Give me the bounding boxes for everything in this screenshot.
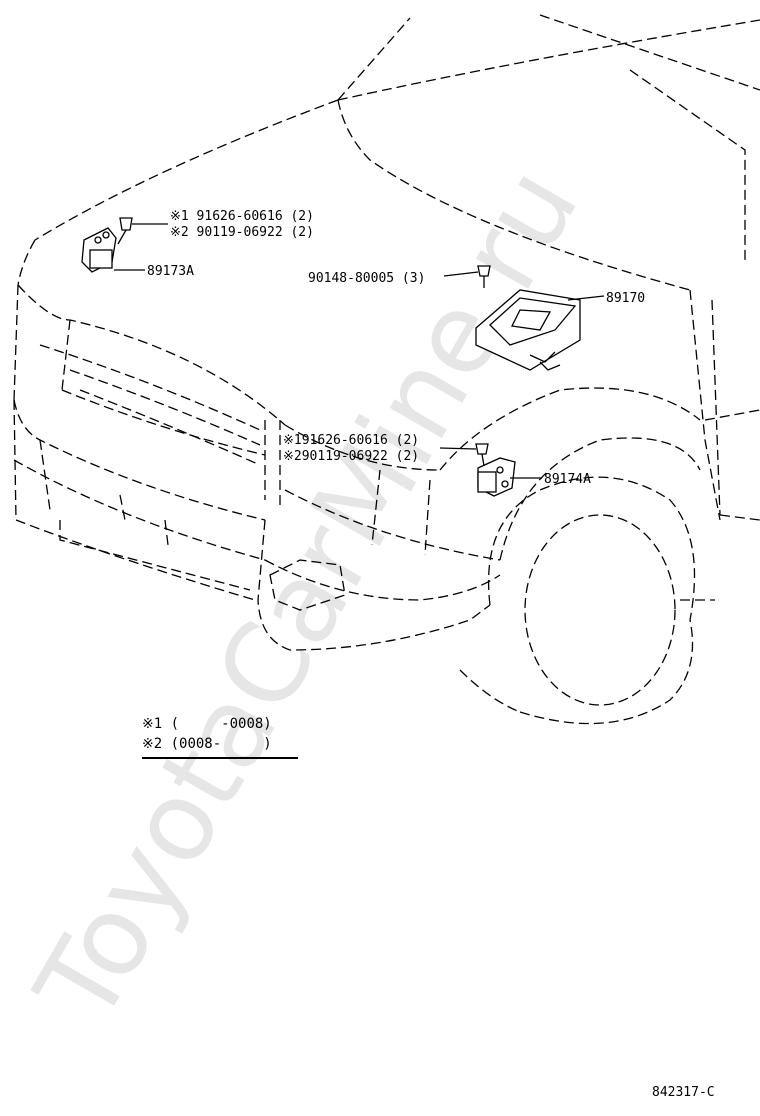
- ecu-part: [475, 289, 581, 371]
- callout-ecu-bolt: 90148-80005 (3): [308, 271, 425, 286]
- callout-front-left-sensor: 89173A: [147, 264, 194, 279]
- note-line-2: ※2 (0008- ): [142, 736, 272, 752]
- ecu-bolt-leader: [443, 271, 479, 277]
- callout-ecu: 89170: [606, 291, 645, 306]
- ecu-leader: [567, 295, 605, 301]
- front-left-sensor-part: [81, 227, 117, 273]
- callout-front-left-bolt-1: ※1 91626-60616 (2): [170, 209, 314, 224]
- front-right-sensor-part: [477, 457, 516, 497]
- ecu-bolt-part: [477, 265, 491, 288]
- callout-front-right-bolt-2: ※290119-06922 (2): [283, 449, 419, 464]
- front-right-bolt-leader: [439, 447, 477, 450]
- callout-front-left-bolt-2: ※2 90119-06922 (2): [170, 225, 314, 240]
- vehicle-outline: [13, 14, 760, 725]
- callout-front-right-sensor: 89174A: [544, 472, 591, 487]
- note-line-1: ※1 ( -0008): [142, 716, 272, 732]
- callout-front-right-bolt-1: ※191626-60616 (2): [283, 433, 419, 448]
- front-left-bolt-part: [117, 217, 133, 245]
- figure-code: 842317-C: [652, 1085, 715, 1100]
- front-right-bolt-part: [475, 443, 489, 467]
